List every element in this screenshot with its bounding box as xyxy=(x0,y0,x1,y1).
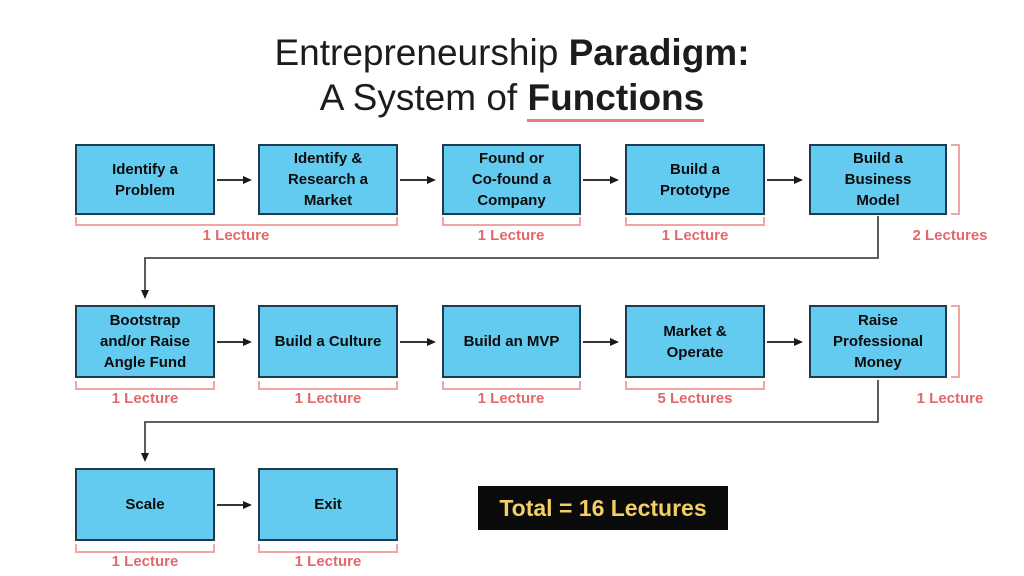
title-line-2: A System of Functions xyxy=(0,75,1024,122)
node-identify-a-problem: Identify a Problem xyxy=(75,144,215,215)
title-line2-regular: A System of xyxy=(319,77,528,118)
title-line1-bold: Paradigm: xyxy=(568,32,750,73)
lecture-count-r3-2: 1 Lecture xyxy=(294,553,362,570)
title-line1-regular: Entrepreneurship xyxy=(274,32,569,73)
bracket-r1-boxes1-2 xyxy=(75,217,398,226)
lecture-count-r1-2: 1 Lecture xyxy=(477,227,545,244)
bracket-r1-box4 xyxy=(625,217,765,226)
lecture-count-r3-1: 1 Lecture xyxy=(111,553,179,570)
node-build-business-model: Build a Business Model xyxy=(809,144,947,215)
node-build-an-mvp: Build an MVP xyxy=(442,305,581,378)
bracket-r1-box3 xyxy=(442,217,581,226)
bracket-r3-box2 xyxy=(258,544,398,553)
slide-title: Entrepreneurship Paradigm: A System of F… xyxy=(0,30,1024,122)
bracket-r2-box5-right xyxy=(951,305,960,378)
lecture-count-r2-4: 5 Lectures xyxy=(657,390,733,407)
node-build-a-culture: Build a Culture xyxy=(258,305,398,378)
lecture-count-r2-3: 1 Lecture xyxy=(477,390,545,407)
bracket-r2-box1 xyxy=(75,381,215,390)
lecture-count-r2-2: 1 Lecture xyxy=(294,390,362,407)
node-market-and-operate: Market & Operate xyxy=(625,305,765,378)
lecture-count-r1-4: 2 Lectures xyxy=(912,227,988,244)
lecture-count-r1-3: 1 Lecture xyxy=(661,227,729,244)
node-raise-professional-money: Raise Professional Money xyxy=(809,305,947,378)
total-lectures-callout: Total = 16 Lectures xyxy=(478,486,728,530)
bracket-r1-box5-right xyxy=(951,144,960,215)
bracket-r2-box2 xyxy=(258,381,398,390)
title-line-1: Entrepreneurship Paradigm: xyxy=(0,30,1024,75)
lecture-count-r2-1: 1 Lecture xyxy=(111,390,179,407)
node-exit: Exit xyxy=(258,468,398,541)
bracket-r2-box4 xyxy=(625,381,765,390)
bracket-r3-box1 xyxy=(75,544,215,553)
node-scale: Scale xyxy=(75,468,215,541)
node-found-cofound-company: Found or Co-found a Company xyxy=(442,144,581,215)
node-identify-research-market: Identify & Research a Market xyxy=(258,144,398,215)
lecture-count-r1-1: 1 Lecture xyxy=(202,227,270,244)
bracket-r2-box3 xyxy=(442,381,581,390)
title-line2-bold-underlined: Functions xyxy=(527,77,705,122)
node-build-a-prototype: Build a Prototype xyxy=(625,144,765,215)
node-bootstrap-raise-angle-fund: Bootstrap and/or Raise Angle Fund xyxy=(75,305,215,378)
lecture-count-r2-5: 1 Lecture xyxy=(916,390,984,407)
